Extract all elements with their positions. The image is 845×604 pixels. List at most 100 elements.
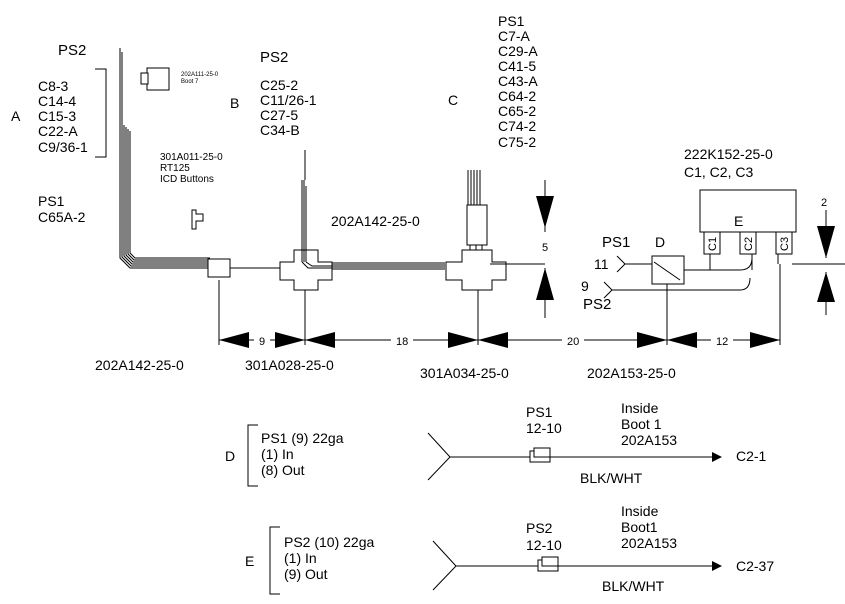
detail-d-inside: Inside — [621, 400, 659, 416]
label-part-301a034: 301A034-25-0 — [420, 365, 509, 381]
icd-label-line: 301A011-25-0 — [160, 152, 223, 163]
group-c-item: C41-5 — [498, 58, 536, 74]
label-ps2-topleft: PS2 — [58, 42, 86, 59]
label-dim-9: 9 — [259, 336, 265, 348]
group-c-list: PS1 C7-A C29-A C41-5 C43-A C64-2 C65-2 C… — [498, 13, 538, 150]
dim-2 — [817, 210, 835, 315]
label-c3: C3 — [779, 237, 791, 251]
group-b-item: C34-B — [260, 122, 300, 138]
detail-d-arrow — [712, 452, 722, 462]
icd-button-icon — [191, 209, 204, 230]
dim-5 — [536, 180, 554, 318]
connector-e — [699, 189, 845, 270]
detail-e-arrow — [712, 561, 722, 571]
group-a-item: C9/36-1 — [38, 139, 88, 155]
label-c1: C1 — [707, 237, 719, 251]
group-c-item: C7-A — [498, 28, 531, 44]
detail-d-color: BLK/WHT — [580, 470, 643, 486]
detail-d-spec: PS1 (9) 22ga — [261, 430, 344, 446]
connector-202a142 — [207, 258, 231, 278]
label-conn-e-part: 222K152-25-0 — [684, 146, 773, 162]
detail-e-dest: C2-37 — [736, 558, 774, 574]
dimension-line — [218, 264, 781, 348]
group-c-item: C64-2 — [498, 88, 536, 104]
label-part-202a153: 202A153-25-0 — [587, 365, 676, 381]
detail-d-spec: (8) Out — [261, 462, 305, 478]
detail-e-inside: 202A153 — [621, 535, 677, 551]
group-a-item: C14-4 — [38, 93, 76, 109]
detail-d-dest: C2-1 — [736, 448, 767, 464]
label-pin-11: 11 — [594, 256, 609, 272]
detail-e-bracket — [269, 526, 280, 595]
group-b-item: C11/26-1 — [260, 92, 317, 108]
detail-e-spec: (9) Out — [284, 566, 328, 582]
label-ps2-b: PS2 — [260, 49, 288, 66]
group-a-bracket — [95, 68, 107, 158]
label-part-202a142: 202A142-25-0 — [95, 357, 184, 373]
detail-d-wire — [427, 432, 720, 481]
detail-d-spec: (1) In — [261, 446, 294, 462]
label-wire-202a142-upper: 202A142-25-0 — [331, 213, 420, 229]
splice-icon — [529, 447, 551, 463]
detail-d-splice: 12-10 — [526, 420, 562, 436]
detail-d-splice: PS1 — [526, 404, 553, 420]
group-b-list: C25-2 C11/26-1 C27-5 C34-B — [260, 77, 317, 138]
label-pin-9: 9 — [581, 278, 589, 294]
label-region-b: B — [230, 95, 239, 111]
detail-d-inside: Boot 1 — [621, 416, 662, 432]
icd-label-line: RT125 — [160, 163, 190, 174]
detail-e-spec: PS2 (10) 22ga — [284, 534, 374, 550]
harness-bundle-left — [119, 48, 210, 269]
label-region-c: C — [448, 92, 458, 108]
group-c-item: C75-2 — [498, 134, 536, 150]
label-ps2-d: PS2 — [583, 296, 611, 313]
label-ps1-d: PS1 — [602, 234, 630, 251]
detail-e-spec: (1) In — [284, 550, 317, 566]
group-a-item: C8-3 — [38, 78, 69, 94]
label-c65a: C65A-2 — [38, 209, 86, 225]
detail-d-bracket — [247, 424, 258, 487]
label-dim-5: 5 — [542, 242, 548, 254]
label-c2: C2 — [743, 237, 755, 251]
detail-d-inside: 202A153 — [621, 432, 677, 448]
group-c-item: C43-A — [498, 73, 538, 89]
group-b-item: C27-5 — [260, 107, 298, 123]
group-b-item: C25-2 — [260, 77, 298, 93]
detail-e-inside: Boot1 — [621, 519, 658, 535]
icd-label: 301A011-25-0 RT125 ICD Buttons — [160, 152, 223, 185]
detail-e-inside: Inside — [621, 503, 659, 519]
icd-label-line: ICD Buttons — [160, 174, 214, 185]
detail-d: D PS1 (9) 22ga (1) In (8) Out PS1 12-10 … — [225, 400, 767, 487]
label-dim-20: 20 — [567, 336, 579, 348]
group-c-item: PS1 — [498, 13, 525, 29]
label-part-301a028: 301A028-25-0 — [245, 357, 334, 373]
label-dim-12: 12 — [716, 336, 728, 348]
group-c-item: C29-A — [498, 43, 538, 59]
detail-e-splice: 12-10 — [526, 537, 562, 553]
label-ps1-left: PS1 — [38, 193, 65, 209]
tee-301a028 — [279, 180, 333, 291]
label-dim-2: 2 — [821, 197, 827, 209]
label-region-e-conn: E — [734, 213, 743, 229]
group-c-item: C74-2 — [498, 118, 536, 134]
group-c-item: C65-2 — [498, 103, 536, 119]
group-a-list: C8-3 C14-4 C15-3 C22-A C9/36-1 — [38, 78, 88, 155]
detail-e-wire — [432, 540, 720, 591]
label-dim-18: 18 — [396, 336, 408, 348]
detail-e-splice: PS2 — [526, 520, 553, 536]
label-region-a: A — [11, 108, 21, 124]
group-a-item: C22-A — [38, 123, 78, 139]
tee-301a034 — [445, 170, 507, 291]
boot7-connector-icon — [140, 67, 170, 91]
label-region-d-conn: D — [655, 234, 665, 250]
detail-e: E PS2 (10) 22ga (1) In (9) Out PS2 12-10… — [245, 503, 774, 595]
connector-d — [603, 252, 753, 299]
group-a-item: C15-3 — [38, 108, 76, 124]
splice-icon — [537, 556, 559, 572]
label-boot-small-name: Boot 7 — [181, 79, 199, 85]
label-boot-small-part: 202A111-25-0 — [181, 72, 219, 78]
detail-e-letter: E — [245, 553, 254, 569]
detail-e-color: BLK/WHT — [602, 578, 665, 594]
harness-bundle-middle — [332, 262, 445, 270]
